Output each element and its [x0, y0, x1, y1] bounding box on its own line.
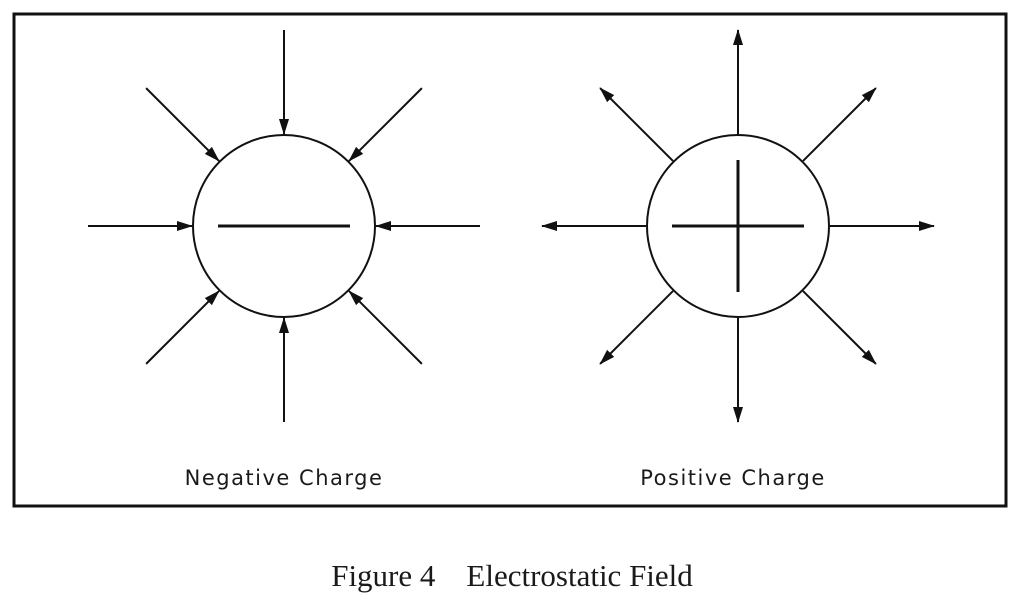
field-arrow-in-southeast: [348, 290, 423, 365]
field-arrow-in-northwest: [145, 87, 220, 162]
incoming-field-lines: [88, 30, 480, 422]
field-arrow-out-northeast: [802, 87, 877, 162]
field-arrow-in-southwest: [145, 290, 220, 365]
positive-charge-circle: [646, 134, 830, 318]
outgoing-field-lines: [541, 29, 935, 423]
negative-charge-panel: Negative Charge: [88, 30, 480, 490]
field-arrow-out-northwest: [599, 87, 674, 162]
field-arrow-out-southeast: [802, 290, 877, 365]
positive-charge-panel: Positive Charge: [541, 29, 935, 490]
positive-charge-label: Positive Charge: [640, 466, 826, 490]
figure-frame: [12, 12, 1008, 508]
field-arrow-in-northeast: [348, 87, 423, 162]
figure-caption: Figure 4 Electrostatic Field: [331, 558, 693, 593]
field-arrow-out-southwest: [599, 290, 674, 365]
negative-charge-label: Negative Charge: [185, 466, 384, 490]
